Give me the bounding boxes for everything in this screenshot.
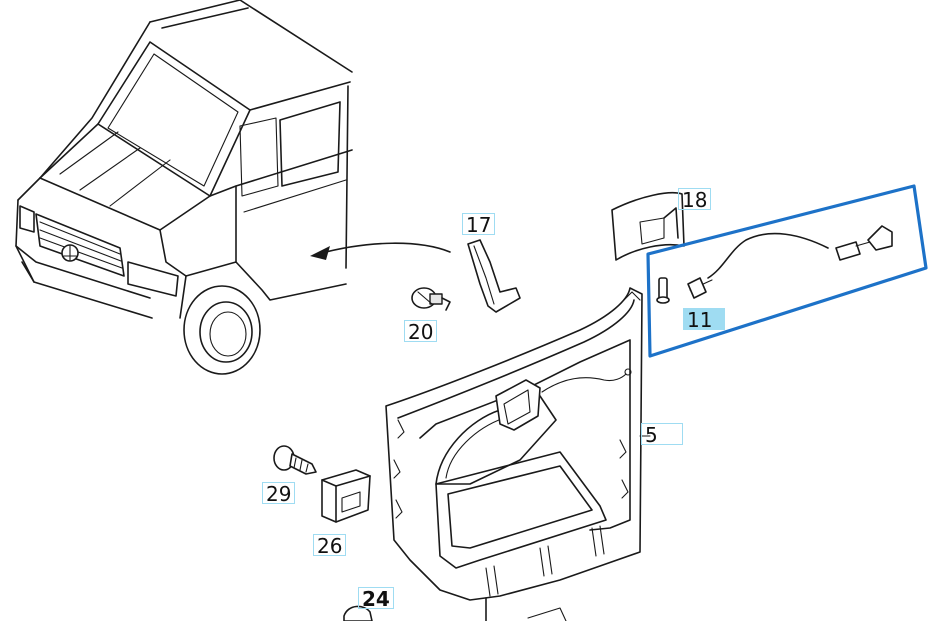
highlight-frame [646,184,928,358]
part-17-bracket [467,239,521,313]
part-26-clip [321,469,371,523]
callout-29[interactable]: 29 [262,482,296,505]
part-18-cover [611,191,685,261]
callout-11[interactable]: 11 [683,308,725,331]
part-29-screw [273,445,317,475]
part-20-fastener [411,287,451,311]
callout-26[interactable]: 26 [313,534,347,557]
part-24-partial [343,605,373,622]
part-5-door-panel [385,287,651,622]
callout-5[interactable]: 5 [641,423,683,446]
callout-20[interactable]: 20 [404,320,438,343]
callout-17[interactable]: 17 [462,213,496,236]
van-illustration [15,0,451,375]
callout-24[interactable]: 24 [358,587,394,610]
callout-18[interactable]: 18 [678,188,712,211]
part-11-cable [646,184,928,358]
